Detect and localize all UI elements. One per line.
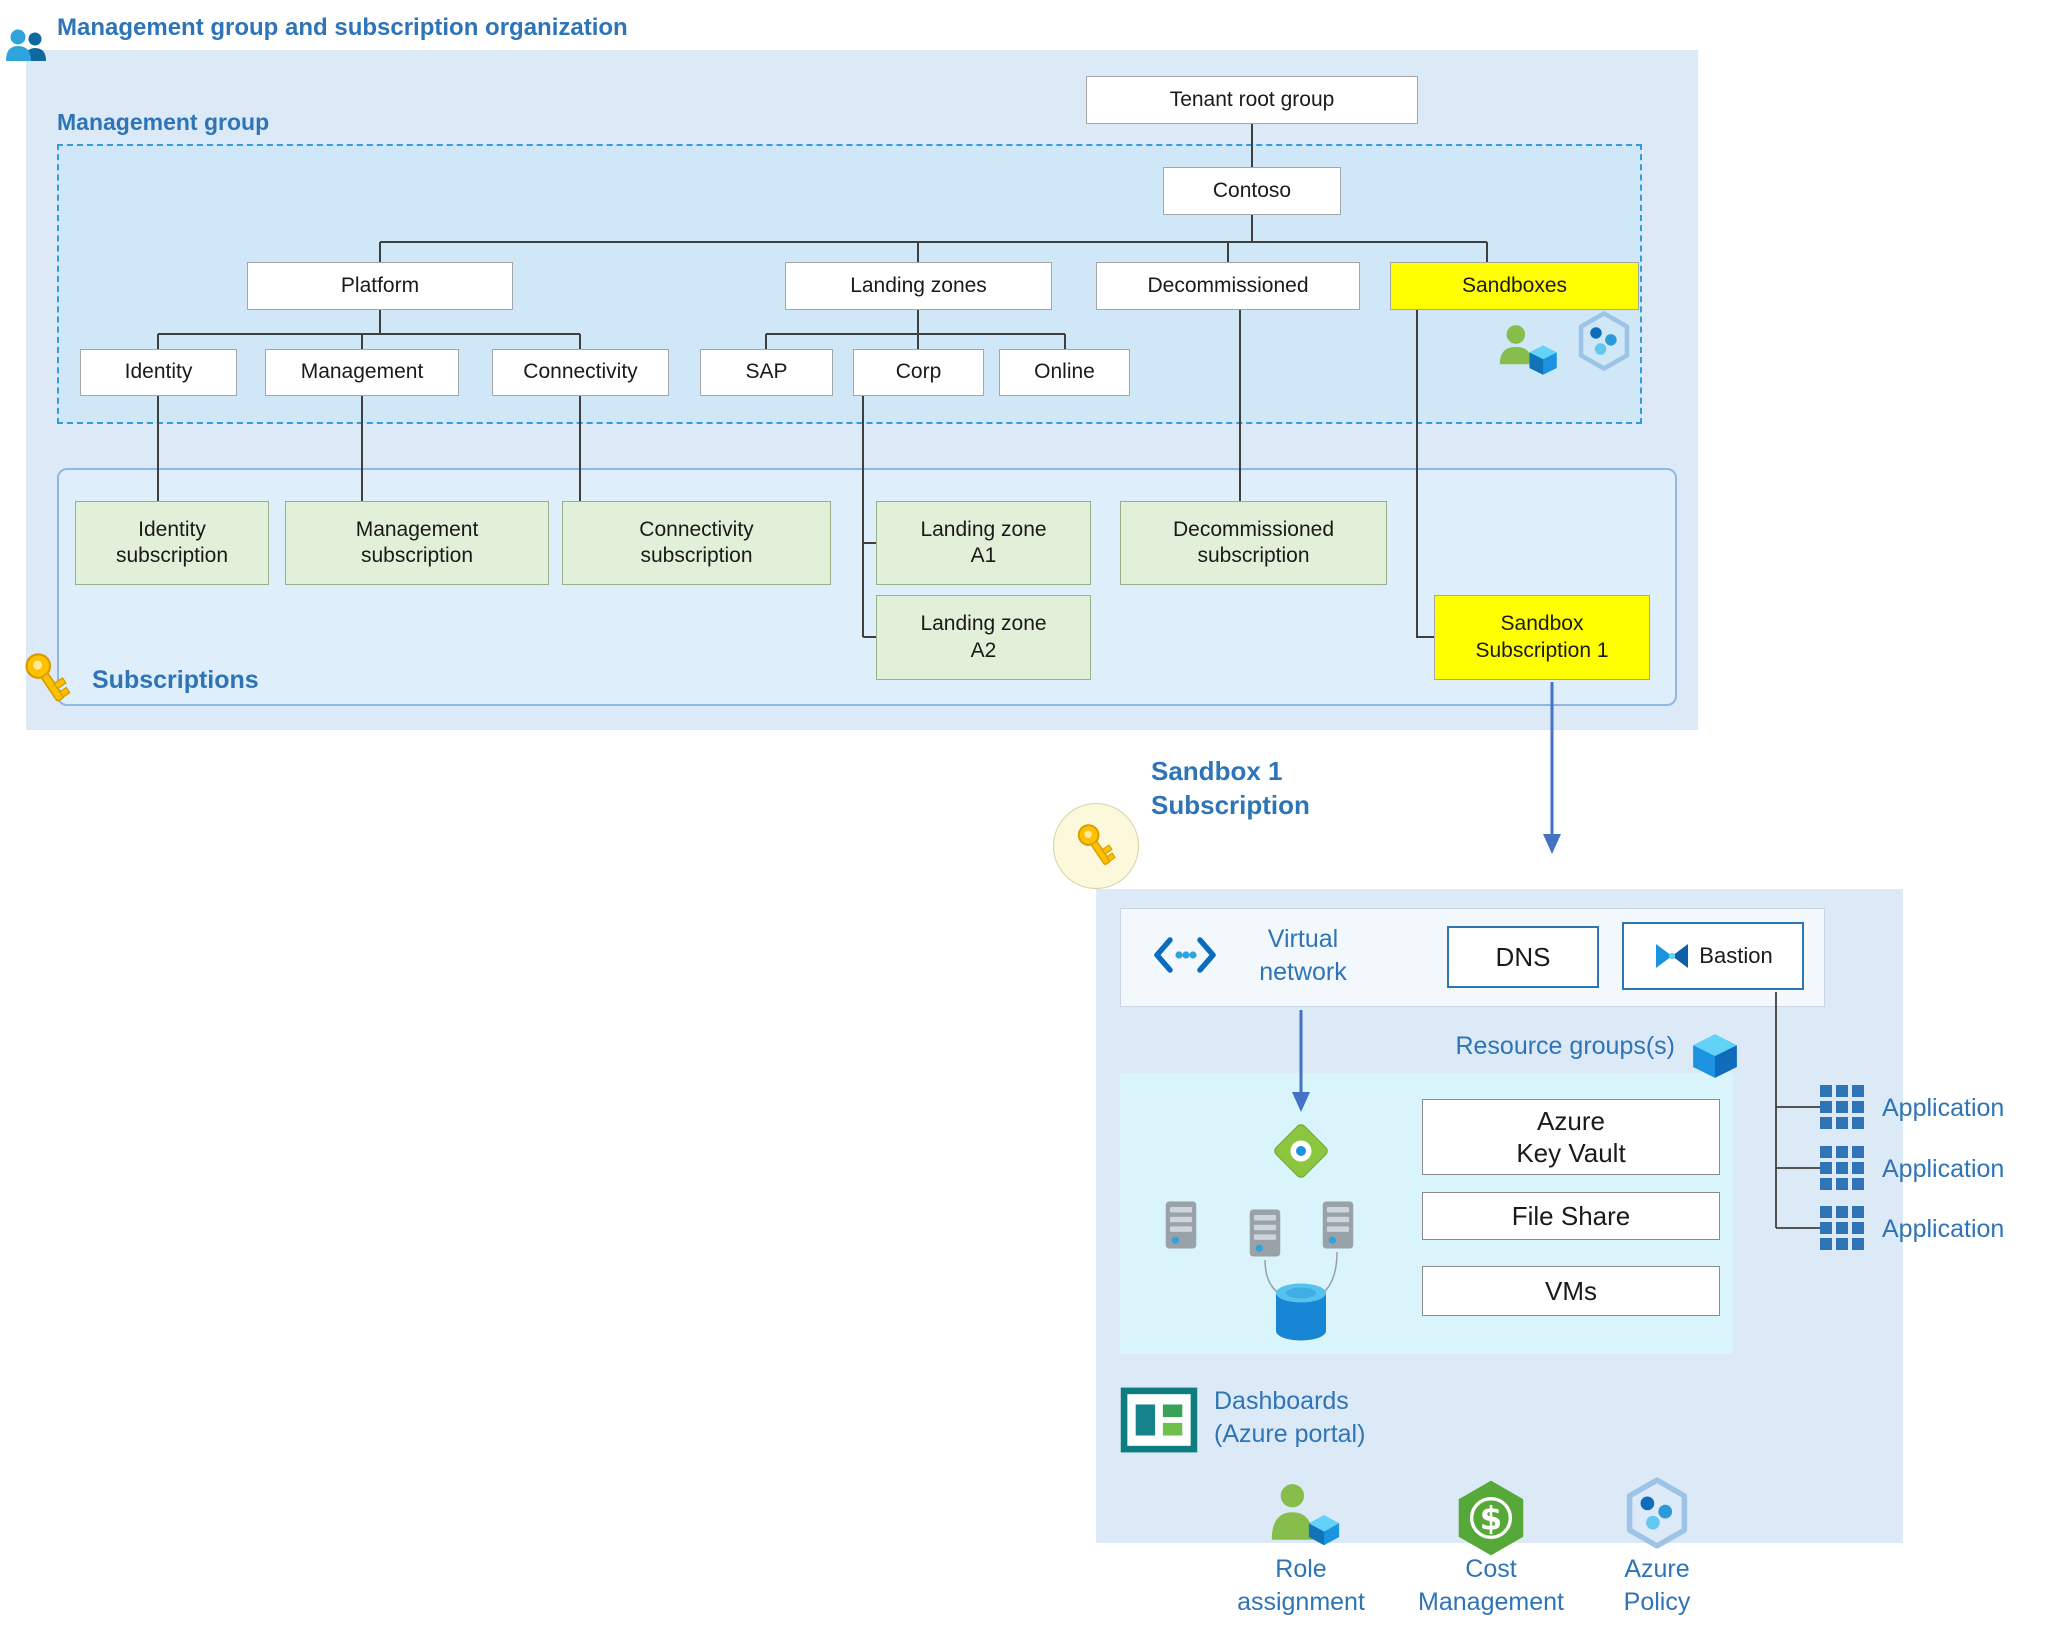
sandbox-subscription-1-text: Sandbox Subscription 1 <box>1475 612 1609 662</box>
cost-management-label: Cost Management <box>1418 1555 1564 1616</box>
key-vault-text: Azure Key Vault <box>1516 1105 1625 1170</box>
virtual-network-label: Virtual network <box>1259 925 1347 986</box>
dashboards-icon <box>1120 1387 1198 1453</box>
landing-zone-a2-node: Landing zone A2 <box>876 595 1091 680</box>
landing-zones-node: Landing zones <box>785 262 1052 310</box>
online-node: Online <box>999 349 1130 396</box>
resource-group-cube-icon <box>1690 1031 1740 1081</box>
identity-subscription-node: Identity subscription <box>75 501 269 585</box>
server-icon <box>1320 1200 1356 1250</box>
management-subscription-node: Management subscription <box>285 501 549 585</box>
server-icon <box>1163 1200 1199 1250</box>
decommissioned-node: Decommissioned <box>1096 262 1360 310</box>
management-subscription-text: Management subscription <box>355 517 479 567</box>
subscriptions-key-icon <box>25 650 71 708</box>
azure-policy-icon <box>1624 1476 1690 1550</box>
azure-policy-label: Azure Policy <box>1623 1555 1691 1616</box>
sap-node: SAP <box>700 349 833 396</box>
contoso-node: Contoso <box>1163 167 1341 215</box>
key-vault-node: Azure Key Vault <box>1422 1099 1720 1175</box>
decommissioned-subscription-node: Decommissioned subscription <box>1120 501 1387 585</box>
landing-zone-a2-text: Landing zone A2 <box>920 612 1047 662</box>
sandbox-key-icon <box>1053 803 1139 889</box>
page-title: Management group and subscription organi… <box>57 14 628 41</box>
sandboxes-policy-icon <box>1576 310 1632 372</box>
bastion-node: Bastion <box>1622 922 1804 990</box>
application-grid-icon <box>1820 1206 1864 1250</box>
connectivity-subscription-text: Connectivity subscription <box>639 517 754 567</box>
identity-subscription-text: Identity subscription <box>115 517 229 567</box>
application-label: Application <box>1882 1094 2005 1122</box>
vms-node: VMs <box>1422 1266 1720 1316</box>
landing-zone-a1-node: Landing zone A1 <box>876 501 1091 585</box>
management-group-label: Management group <box>57 109 270 135</box>
file-share-node: File Share <box>1422 1192 1720 1240</box>
corp-node: Corp <box>853 349 984 396</box>
application-label: Application <box>1882 1215 2005 1243</box>
connectivity-subscription-node: Connectivity subscription <box>562 501 831 585</box>
sandboxes-user-icon <box>1496 322 1558 378</box>
subscriptions-panel <box>57 468 1677 706</box>
bastion-icon <box>1653 941 1691 971</box>
identity-node: Identity <box>80 349 237 396</box>
management-node: Management <box>265 349 459 396</box>
application-grid-icon <box>1820 1146 1864 1190</box>
sandbox-title: Sandbox 1 Subscription <box>1151 756 1310 820</box>
virtual-network-icon <box>1152 933 1218 977</box>
decommissioned-subscription-text: Decommissioned subscription <box>1172 517 1335 567</box>
connectivity-node: Connectivity <box>492 349 669 396</box>
tenant-root-group-node: Tenant root group <box>1086 76 1418 124</box>
platform-node: Platform <box>247 262 513 310</box>
key-vault-line2: Key Vault <box>1516 1138 1626 1168</box>
dashboards-label: Dashboards (Azure portal) <box>1214 1387 1366 1448</box>
role-assignment-icon <box>1262 1482 1342 1548</box>
resource-groups-label: Resource groups(s) <box>1455 1032 1675 1060</box>
database-icon <box>1272 1282 1330 1342</box>
cost-management-icon: $ <box>1454 1478 1528 1558</box>
dollar-glyph: $ <box>1480 1500 1502 1538</box>
sandbox-subscription-1-node: Sandbox Subscription 1 <box>1434 595 1650 680</box>
dns-node: DNS <box>1447 926 1599 988</box>
key-vault-line1: Azure <box>1537 1105 1605 1136</box>
load-balancer-icon <box>1268 1118 1334 1184</box>
application-grid-icon <box>1820 1085 1864 1129</box>
application-label: Application <box>1882 1155 2005 1183</box>
landing-zone-a1-text: Landing zone A1 <box>920 517 1047 567</box>
server-icon <box>1247 1207 1283 1259</box>
bastion-label: Bastion <box>1699 943 1773 969</box>
role-assignment-label: Role assignment <box>1237 1555 1365 1616</box>
sandboxes-node: Sandboxes <box>1390 262 1639 310</box>
subscriptions-label: Subscriptions <box>92 666 259 694</box>
people-icon <box>5 28 49 64</box>
